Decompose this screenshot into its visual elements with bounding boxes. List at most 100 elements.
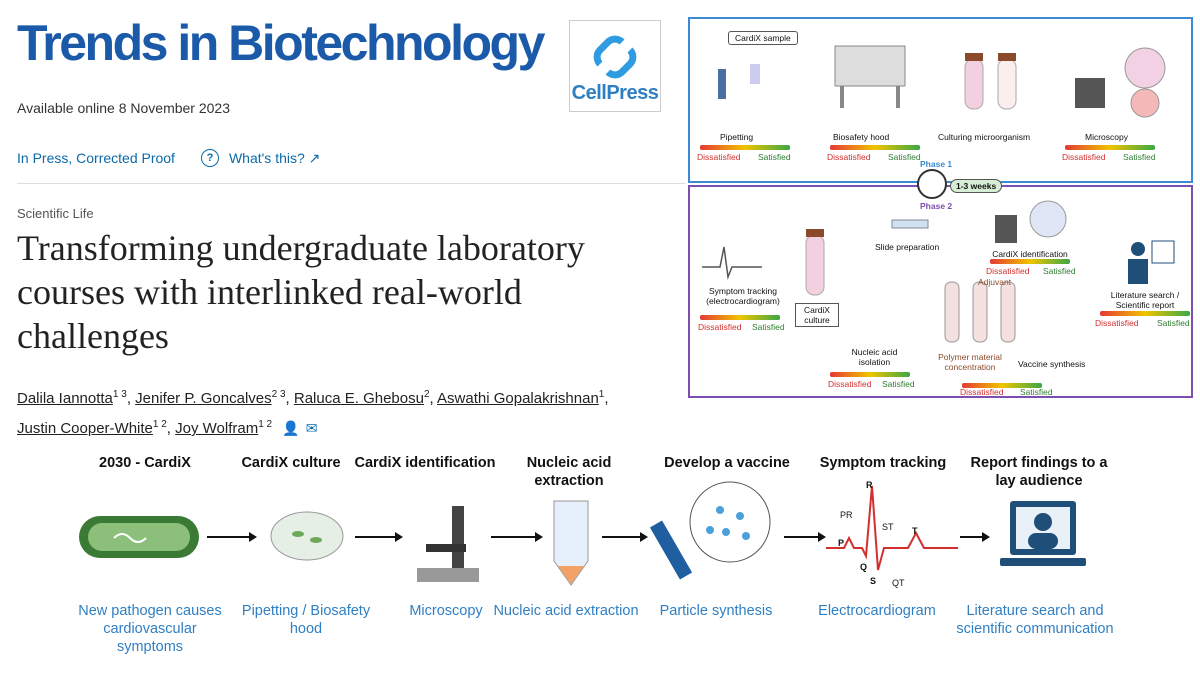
stage-skill: Particle synthesis (659, 603, 773, 619)
flow-arrow (602, 532, 648, 542)
author-link[interactable]: Raluca E. Ghebosu (293, 390, 424, 407)
flow-arrow (960, 532, 990, 542)
cellpress-logo-icon (593, 35, 637, 79)
workflow-strip: 2030 - CardiX CardiX culture CardiX iden… (70, 448, 1114, 660)
author-link[interactable]: Aswathi Gopalakrishnan (437, 390, 599, 407)
external-link-icon: ↗ (308, 149, 321, 166)
satisfaction-bar (830, 145, 920, 150)
ecg-label: PR (840, 510, 853, 520)
slide-icon (891, 219, 929, 229)
author-link[interactable]: Jenifer P. Goncalves (135, 390, 272, 407)
stage-skill: New pathogen causes cardiovascular sympt… (78, 603, 222, 655)
ecg-label: P (838, 538, 845, 548)
biosafety-hood-icon (834, 45, 906, 108)
satisfaction-bar (962, 383, 1042, 388)
stage-title: Report findings to a lay audience (970, 455, 1108, 489)
test-tube-icon (553, 500, 589, 586)
ecg-label: QT (892, 578, 905, 588)
phase2-panel: Phase 2 Symptom tracking (electrocardiog… (688, 185, 1193, 398)
whats-this-link[interactable]: What's this? ↗ (228, 149, 321, 166)
satisfied-label: Satisfied (1157, 318, 1190, 328)
phase2-label: Phase 2 (920, 201, 953, 211)
stage-title: CardiX identification (354, 455, 496, 471)
cardix-tube-icon (805, 229, 825, 296)
author-link[interactable]: Justin Cooper-White (17, 420, 153, 437)
satisfaction-bar (990, 259, 1070, 264)
ecg-icon (702, 246, 762, 280)
sample-label: CardiX sample (728, 31, 798, 45)
microscope-icon (417, 506, 479, 582)
dissatisfied-label: Dissatisfied (697, 152, 741, 162)
stage-skill: Nucleic acid extraction (493, 603, 639, 619)
ecg-label: Q (860, 562, 868, 572)
culture-tubes-icon (964, 53, 1017, 110)
dissatisfied-label: Dissatisfied (1095, 318, 1139, 328)
ident-label: CardiX identification (992, 249, 1068, 259)
satisfied-label: Satisfied (1043, 266, 1076, 276)
ecg-label: ST (882, 522, 894, 532)
journal-title[interactable]: Trends in Biotechnology (17, 15, 545, 71)
dissatisfied-label: Dissatisfied (828, 379, 872, 389)
satisfaction-bar (1065, 145, 1155, 150)
satisfied-label: Satisfied (752, 322, 785, 332)
flow-arrow (491, 532, 543, 542)
stage-title: Nucleic acid extraction (526, 455, 612, 489)
bacterium-icon (79, 516, 199, 558)
dissatisfied-label: Dissatisfied (827, 152, 871, 162)
lit-label: Literature search / Scientific report (1110, 290, 1180, 310)
polymer-tubes-icon (944, 281, 1016, 343)
step-label: Microscopy (1085, 132, 1128, 142)
person-icon[interactable]: 👤 (282, 420, 300, 436)
logo-text: CellPress (571, 82, 659, 104)
author-list: Dalila Iannotta1 3, Jenifer P. Goncalves… (17, 382, 682, 442)
dissatisfied-label: Dissatisfied (698, 322, 742, 332)
press-status-link[interactable]: In Press, Corrected Proof (17, 150, 175, 166)
petri-dish-icon (270, 511, 344, 561)
stage-title: Symptom tracking (819, 455, 947, 471)
satisfied-label: Satisfied (1123, 152, 1156, 162)
email-icon[interactable]: ✉ (305, 420, 318, 436)
flow-arrow (207, 532, 257, 542)
duration-label: 1-3 weeks (950, 179, 1003, 193)
ecg-label: T (912, 526, 918, 536)
stage-skill: Pipetting / Biosafety hood (241, 603, 371, 637)
ecg-label: S (870, 576, 877, 586)
satisfied-label: Satisfied (888, 152, 921, 162)
press-status-row: In Press, Corrected Proof ? What's this?… (17, 149, 320, 167)
satisfied-label: Satisfied (882, 379, 915, 389)
author-link[interactable]: Dalila Iannotta (17, 390, 113, 407)
syringe-particles-icon (649, 481, 771, 580)
phase1-panel: CardiX sample Pipetting Biosafety hood C… (688, 17, 1193, 183)
stage-title: 2030 - CardiX (99, 455, 191, 471)
scientist-report-icon (1128, 240, 1175, 284)
satisfaction-bar (1100, 311, 1190, 316)
graphical-abstract: CardiX sample Pipetting Biosafety hood C… (688, 17, 1193, 398)
satisfaction-bar (700, 315, 780, 320)
microscope-icon (995, 200, 1067, 243)
dissatisfied-label: Dissatisfied (960, 387, 1004, 397)
available-date: Available online 8 November 2023 (17, 100, 230, 116)
stage-skill: Electrocardiogram (818, 603, 936, 619)
stage-skill: Literature search and scientific communi… (956, 603, 1114, 637)
ecg-label: R (866, 480, 873, 490)
cellpress-logo[interactable]: CellPress (569, 20, 661, 112)
article-section: Scientific Life (17, 206, 94, 221)
vaccine-label: Vaccine synthesis (1018, 359, 1086, 369)
step-label: Pipetting (720, 132, 754, 142)
article-title: Transforming undergraduate laboratory co… (17, 228, 585, 356)
adjuvant-label: Adjuvant (978, 277, 1012, 287)
help-icon[interactable]: ? (200, 149, 219, 167)
stage-title: Develop a vaccine (664, 455, 790, 471)
author-link[interactable]: Joy Wolfram (175, 420, 259, 437)
step-label: Culturing microorganism (938, 132, 1031, 142)
dissatisfied-label: Dissatisfied (1062, 152, 1106, 162)
pipette-icon (718, 64, 760, 99)
satisfied-label: Satisfied (1020, 387, 1053, 397)
ecg-diagram-icon (826, 485, 958, 571)
flow-arrow (784, 532, 826, 542)
microscope-icon (1075, 47, 1166, 118)
dissatisfied-label: Dissatisfied (986, 266, 1030, 276)
laptop-presenter-icon (1000, 501, 1086, 566)
divider (17, 183, 685, 184)
satisfaction-bar (700, 145, 790, 150)
